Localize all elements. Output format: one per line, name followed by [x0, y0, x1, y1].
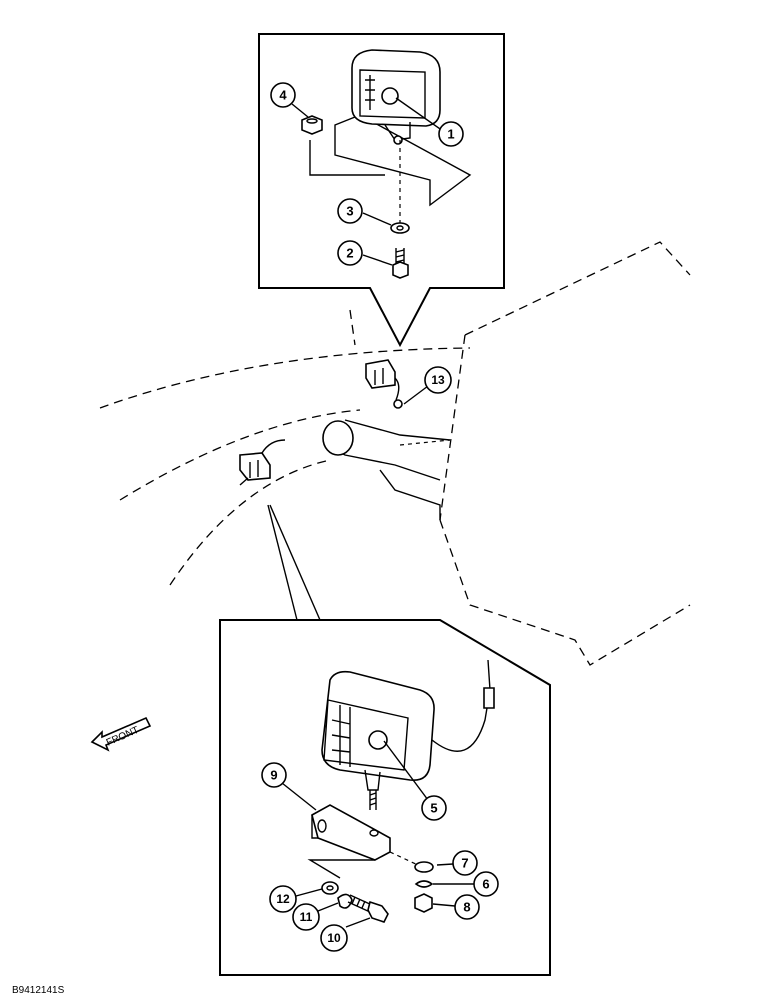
- callout-11: 11: [292, 903, 320, 931]
- machine-light-lower: [239, 439, 286, 486]
- washer-part-3: [390, 222, 410, 234]
- bracket-part-9: [311, 804, 391, 861]
- callout-8-label: 8: [463, 900, 470, 915]
- machine-light-upper: [365, 359, 403, 409]
- callout-12: 12: [269, 885, 297, 913]
- callout-4: 4: [270, 82, 296, 108]
- callout-6: 6: [473, 871, 499, 897]
- callout-5: 5: [421, 795, 447, 821]
- machine-outline: [99, 241, 691, 666]
- drawing-code: B9412141S: [12, 985, 65, 996]
- lower-work-light: [321, 659, 495, 810]
- callout-2-label: 2: [346, 246, 353, 261]
- callout-7: 7: [452, 850, 478, 876]
- lockwasher-part-6: [414, 880, 434, 888]
- callout-2: 2: [337, 240, 363, 266]
- washer-part-12: [321, 881, 339, 895]
- callout-10: 10: [320, 924, 348, 952]
- nut-part-8: [414, 893, 433, 913]
- nut-part-4: [301, 115, 323, 135]
- callout-4-label: 4: [279, 88, 287, 103]
- boom-pin: [322, 420, 354, 456]
- nut-leader-line: [309, 140, 385, 176]
- callout-6-label: 6: [482, 877, 489, 892]
- lockwasher-part-11: [337, 893, 353, 909]
- callout-3: 3: [337, 198, 363, 224]
- callout-10-label: 10: [327, 931, 341, 945]
- callout-13: 13: [424, 366, 452, 394]
- lower-explode-left: [307, 859, 375, 879]
- bolt-part-2: [392, 248, 409, 279]
- callout-1: 1: [438, 121, 464, 147]
- callout-12-label: 12: [276, 892, 290, 906]
- callout-9: 9: [261, 762, 287, 788]
- lower-leader-left: [267, 504, 298, 621]
- bolt-part-10: [347, 894, 389, 923]
- lower-detail-frame: [219, 619, 551, 976]
- callout-9-label: 9: [270, 768, 277, 783]
- washer-part-7: [414, 861, 434, 873]
- callout-8: 8: [454, 894, 480, 920]
- callout-13-label: 13: [431, 373, 445, 387]
- washer12-hole: [326, 885, 334, 891]
- callout-3-label: 3: [346, 204, 353, 219]
- lower-explode-right: [389, 851, 421, 867]
- lower-leader-right: [269, 504, 321, 621]
- callout-11-label: 11: [300, 910, 313, 924]
- callout-1-label: 1: [447, 127, 454, 142]
- front-arrow-icon: FRONT: [90, 716, 152, 752]
- callout-7-label: 7: [461, 856, 468, 871]
- top-detail-frame: [258, 33, 505, 348]
- callout-5-label: 5: [430, 801, 437, 816]
- callout-leaders: [281, 97, 474, 928]
- washer-hole: [396, 225, 404, 231]
